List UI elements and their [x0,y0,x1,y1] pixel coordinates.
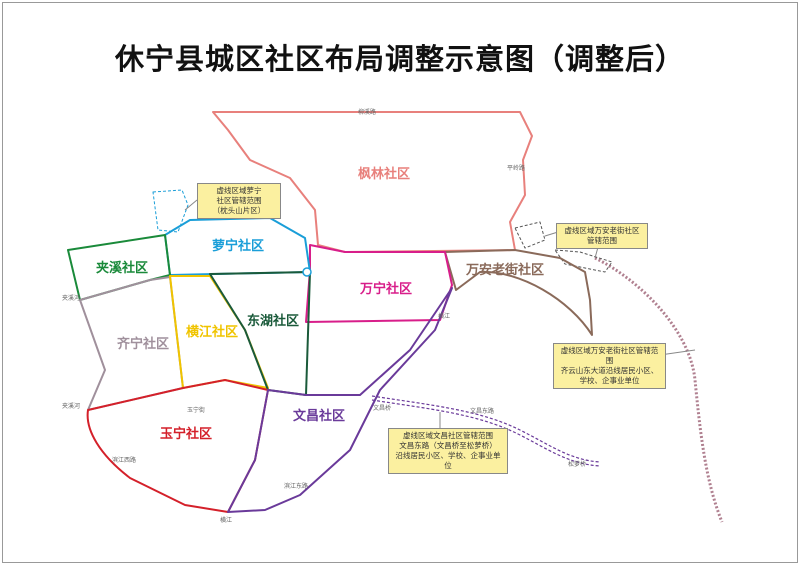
label-donghu: 东湖社区 [247,313,299,329]
label-hengjiang: 横江社区 [186,324,238,340]
label-wananlaojie: 万安老街社区 [465,262,544,278]
road-label: 平岭路 [507,164,525,172]
road-label: 横江 [220,516,232,524]
label-yuning: 玉宁社区 [160,426,212,442]
callout-line: 虚线区域萝宁 [216,186,262,195]
callout-line: 学校、企事业单位 [579,376,640,385]
boundary-wananlaojie [444,249,593,336]
dashed-road-wenchangdong [371,395,601,463]
road-label: 夹溪河 [62,294,80,302]
callout-wanan-1: 虚线区域万安老街社区 管辖范围 [556,223,648,249]
dashed-road-wenchangdong-2 [371,399,601,467]
callout-line: 管辖范围 [587,236,617,245]
boundary-wenchang [227,287,453,513]
road-label: 滨江西路 [112,456,136,464]
callout-line: 齐云山东大道沿线居民小区、 [560,366,659,375]
callout-line: 社区管辖范围 [216,196,262,205]
road-label: 松萝桥 [568,460,586,468]
road-label: 滨江东路 [284,482,308,490]
label-qining: 齐宁社区 [117,336,169,352]
callout-wanan-2: 虚线区域万安老街社区管辖范围 齐云山东大道沿线居民小区、 学校、企事业单位 [553,343,666,389]
callout-leader [184,199,198,211]
road-label: 玉宁街 [187,406,205,414]
label-jiaxi: 夹溪社区 [96,260,148,276]
callout-line: （枕头山片区） [212,206,266,215]
callout-wenchang: 虚线区域文昌社区管辖范围 文昌东路（文昌桥至松萝桥） 沿线居民小区、学校、企事业… [388,428,508,474]
callout-line: 虚线区域文昌社区管辖范围 [403,431,493,440]
road-label: 文昌桥 [373,404,391,412]
label-wenchang: 文昌社区 [293,408,345,424]
label-luoning: 萝宁社区 [212,238,264,254]
boundary-yuning [86,379,269,513]
road-label: 横江 [438,312,450,320]
road-label: 夹溪河 [62,402,80,410]
callout-line: 虚线区域万安老街社区管辖范围 [560,346,659,365]
roundabout-marker [302,267,312,277]
callout-line: 沿线居民小区、学校、企事业单位 [395,451,501,470]
dashed-area-luoning [152,189,189,233]
railway-line [594,256,724,523]
road-label: 柳溪路 [358,108,376,116]
dashed-area-wanan-2 [554,249,613,273]
road-label: 文昌东路 [470,407,494,415]
callout-line: 文昌东路（文昌桥至松萝桥） [399,441,497,450]
map-title: 休宁县城区社区布局调整示意图（调整后） [114,42,685,76]
callout-luoning: 虚线区域萝宁 社区管辖范围 （枕头山片区） [197,183,281,219]
callout-line: 虚线区域万安老街社区 [564,226,640,235]
dashed-area-wanan-1 [514,221,546,249]
boundary-fenglin [212,111,533,253]
label-wanning: 万宁社区 [359,281,412,297]
label-fenglin: 枫林社区 [358,166,410,182]
